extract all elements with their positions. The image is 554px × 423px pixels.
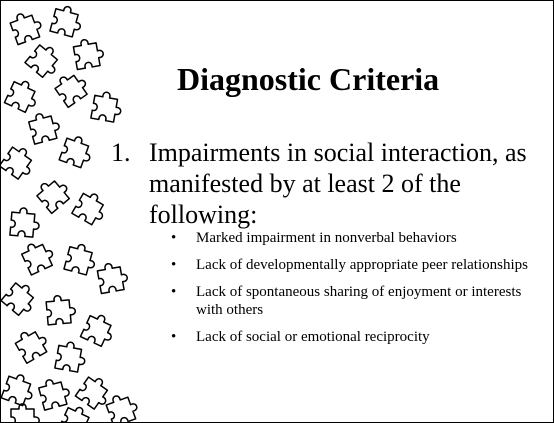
slide-title: Diagnostic Criteria xyxy=(177,61,440,97)
bullet-marker: • xyxy=(171,284,177,300)
bullet-text: Lack of developmentally appropriate peer… xyxy=(196,257,528,273)
puzzle-piece-icon xyxy=(1,282,35,317)
puzzle-piece-icon xyxy=(9,13,42,46)
item-number: 1. xyxy=(111,138,131,167)
puzzle-piece-icon xyxy=(20,243,54,276)
puzzle-piece-icon xyxy=(36,180,71,215)
puzzle-piece-icon xyxy=(105,395,138,422)
bullet-list: • Marked impairment in nonverbal behavio… xyxy=(167,229,542,355)
puzzle-piece-icon xyxy=(71,192,105,226)
puzzle-piece-icon xyxy=(63,243,95,276)
puzzle-piece-icon xyxy=(54,341,86,373)
puzzle-piece-icon xyxy=(3,80,36,114)
bullet-item: • Marked impairment in nonverbal behavio… xyxy=(167,229,542,247)
puzzle-piece-icon xyxy=(74,376,109,410)
puzzle-piece-icon xyxy=(14,331,48,365)
bullet-text: Lack of social or emotional reciprocity xyxy=(196,329,430,345)
puzzle-pieces-icon xyxy=(1,5,138,422)
bullet-marker: • xyxy=(171,329,177,345)
puzzle-piece-icon xyxy=(58,136,91,169)
puzzle-piece-icon xyxy=(72,39,104,71)
item-text: Impairments in social interaction, as ma… xyxy=(149,138,527,229)
bullet-item: • Lack of social or emotional reciprocit… xyxy=(167,328,542,346)
bullet-marker: • xyxy=(171,230,177,246)
puzzle-piece-icon xyxy=(9,207,40,238)
puzzle-piece-icon xyxy=(96,263,128,295)
bullet-item: • Lack of developmentally appropriate pe… xyxy=(167,256,542,274)
puzzle-piece-icon xyxy=(1,146,33,180)
puzzle-piece-icon xyxy=(28,113,60,145)
puzzle-piece-icon xyxy=(54,74,88,109)
puzzle-piece-icon xyxy=(79,314,112,348)
puzzle-piece-icon xyxy=(45,295,76,326)
bullet-marker: • xyxy=(171,257,177,273)
bullet-item: • Lack of spontaneous sharing of enjoyme… xyxy=(167,283,542,319)
puzzle-piece-icon xyxy=(49,5,81,38)
bullet-text: Lack of spontaneous sharing of enjoyment… xyxy=(196,284,522,318)
puzzle-piece-icon xyxy=(57,406,90,422)
puzzle-piece-icon xyxy=(24,44,59,79)
puzzle-piece-icon xyxy=(90,91,122,123)
bullet-text: Marked impairment in nonverbal behaviors xyxy=(196,230,457,246)
puzzle-piece-icon xyxy=(10,403,40,422)
puzzle-piece-icon xyxy=(1,374,33,407)
puzzle-piece-icon xyxy=(38,379,70,411)
